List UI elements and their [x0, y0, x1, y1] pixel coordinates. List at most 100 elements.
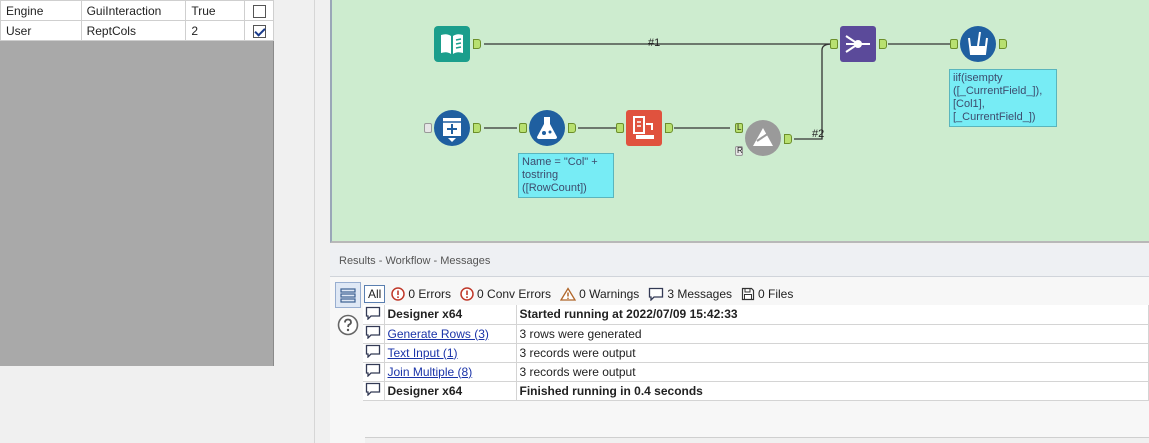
output-anchor[interactable] — [784, 134, 792, 144]
filter-conv-errors-label: 0 Conv Errors — [477, 287, 552, 301]
connection-wires — [484, 43, 950, 140]
wire-label-2: #2 — [812, 128, 825, 140]
message-source-link[interactable]: Join Multiple (8) — [387, 364, 473, 379]
message-source-cell: Join Multiple (8) — [384, 362, 517, 382]
property-checkbox[interactable] — [252, 24, 266, 38]
results-filter-bar: All 0 Errors 0 Conv Errors 0 Warnings 3 … — [364, 285, 799, 303]
message-icon-cell — [363, 324, 385, 344]
connection-wire[interactable] — [794, 43, 833, 140]
list-icon — [340, 288, 356, 303]
formula-flask-icon — [529, 110, 565, 146]
table-row[interactable]: Designer x64 Started running at 2022/07/… — [363, 305, 1149, 325]
results-title: Results - Workflow - Messages — [339, 255, 491, 267]
formula-annotation: Name = "Col" + tostring ([RowCount]) — [518, 153, 614, 198]
right-anchor-label: R — [737, 146, 743, 155]
properties-panel: Engine GuiInteraction True User ReptCols… — [0, 0, 274, 366]
property-value[interactable]: True — [185, 0, 246, 21]
input-anchor[interactable] — [519, 123, 527, 133]
left-anchor-label: L — [737, 123, 742, 132]
book-icon — [434, 26, 470, 62]
message-source-cell: Generate Rows (3) — [384, 324, 517, 344]
help-button[interactable] — [335, 312, 361, 338]
filter-files[interactable]: 0 Files — [738, 285, 799, 303]
message-source-cell: Text Input (1) — [384, 343, 517, 363]
message-text: 3 records were output — [516, 343, 1149, 363]
input-anchor[interactable] — [950, 39, 958, 49]
generate-rows-icon — [434, 110, 470, 146]
filter-warnings[interactable]: 0 Warnings — [557, 285, 645, 303]
right-input-anchor[interactable]: R — [735, 146, 743, 156]
multi-field-formula-tool[interactable] — [960, 26, 996, 62]
panel-splitter[interactable] — [274, 0, 330, 443]
message-icon-cell — [363, 381, 385, 401]
output-anchor[interactable] — [568, 123, 576, 133]
output-anchor[interactable] — [879, 39, 887, 49]
splitter-divider — [314, 0, 315, 443]
message-icon — [649, 287, 664, 301]
filter-errors-label: 0 Errors — [408, 287, 452, 301]
properties-table: Engine GuiInteraction True User ReptCols… — [0, 0, 274, 41]
table-row[interactable]: Text Input (1) 3 records were output — [363, 343, 1149, 363]
property-checkbox-cell — [244, 0, 274, 21]
output-anchor[interactable] — [473, 39, 481, 49]
horizontal-scrollbar[interactable] — [365, 437, 1149, 443]
message-icon-cell — [363, 362, 385, 382]
output-anchor[interactable] — [473, 123, 481, 133]
filter-all[interactable]: All — [364, 285, 386, 303]
message-source: Designer x64 — [384, 381, 517, 401]
property-group: Engine — [0, 0, 82, 21]
text-input-tool[interactable] — [434, 26, 470, 62]
message-source-link[interactable]: Generate Rows (3) — [387, 326, 489, 341]
results-header: Results - Workflow - Messages — [330, 245, 1149, 277]
input-anchor[interactable] — [616, 123, 624, 133]
left-input-anchor[interactable]: L — [735, 123, 743, 133]
output-anchor[interactable] — [665, 123, 673, 133]
message-icon — [365, 344, 381, 359]
property-checkbox-cell — [244, 20, 274, 41]
table-row[interactable]: User ReptCols 2 — [0, 20, 274, 41]
append-fields-tool[interactable] — [745, 120, 781, 156]
messages-view-button[interactable] — [335, 282, 361, 308]
property-value[interactable]: 2 — [185, 20, 246, 41]
message-text: Started running at 2022/07/09 15:42:33 — [516, 305, 1149, 325]
formula-tool[interactable] — [529, 110, 565, 146]
message-source-link[interactable]: Text Input (1) — [387, 345, 458, 360]
table-row[interactable]: Generate Rows (3) 3 rows were generated — [363, 324, 1149, 344]
filter-messages-label: 3 Messages — [667, 287, 733, 301]
filter-messages[interactable]: 3 Messages — [645, 285, 738, 303]
message-text: 3 rows were generated — [516, 324, 1149, 344]
property-checkbox[interactable] — [252, 4, 266, 18]
generate-rows-tool[interactable] — [434, 110, 470, 146]
filter-errors[interactable]: 0 Errors — [388, 285, 457, 303]
property-name: GuiInteraction — [80, 0, 187, 21]
property-name: ReptCols — [80, 20, 187, 41]
multi-input-anchor[interactable] — [830, 39, 838, 49]
message-text: Finished running in 0.4 seconds — [516, 381, 1149, 401]
property-group: User — [0, 20, 82, 41]
conversion-error-icon — [460, 287, 474, 301]
multi-field-formula-icon — [960, 26, 996, 62]
message-icon — [365, 382, 381, 397]
output-anchor[interactable] — [999, 39, 1007, 49]
table-row[interactable]: Designer x64 Finished running in 0.4 sec… — [363, 381, 1149, 401]
save-file-icon — [741, 287, 755, 301]
workflow-canvas[interactable]: #1 #2 — [330, 0, 1149, 243]
results-side-toolbar — [335, 282, 361, 342]
input-anchor[interactable] — [424, 123, 432, 133]
crosstab-icon — [626, 110, 662, 146]
filter-conv-errors[interactable]: 0 Conv Errors — [457, 285, 557, 303]
table-row[interactable]: Engine GuiInteraction True — [0, 0, 274, 21]
multi-field-annotation: iif(isempty ([_CurrentField_]), [Col1], … — [949, 69, 1057, 127]
append-fields-icon — [745, 120, 781, 156]
table-row[interactable]: Join Multiple (8) 3 records were output — [363, 362, 1149, 382]
message-icon-cell — [363, 305, 385, 325]
message-text: 3 records were output — [516, 362, 1149, 382]
warning-icon — [560, 287, 577, 301]
message-icon — [365, 306, 381, 321]
message-icon — [365, 363, 381, 378]
error-icon — [391, 287, 406, 301]
join-multiple-tool[interactable] — [840, 26, 876, 62]
messages-table: Designer x64 Started running at 2022/07/… — [363, 305, 1149, 401]
crosstab-tool[interactable] — [626, 110, 662, 146]
help-icon — [337, 314, 359, 336]
